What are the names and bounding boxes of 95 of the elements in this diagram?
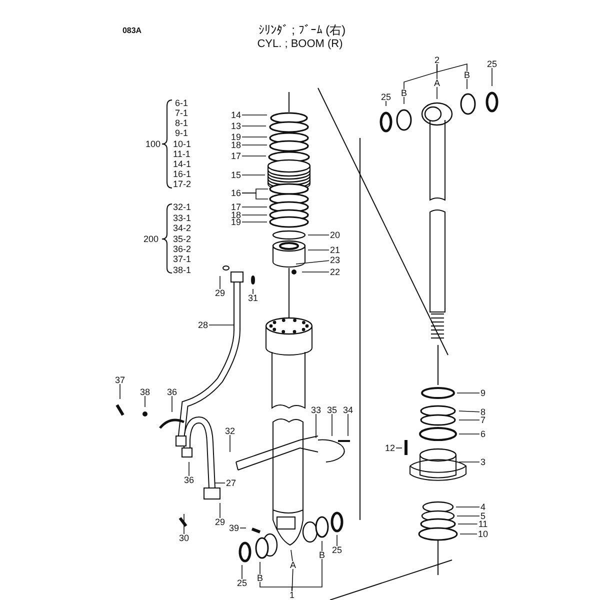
part-number: 35-2 [173, 234, 192, 244]
callout-number: 17 [231, 152, 241, 160]
part-number: 33-1 [173, 213, 192, 223]
callout-number: 3 [480, 458, 486, 466]
leader-line [242, 174, 266, 176]
leader-line [242, 144, 268, 146]
callout-number: 35 [327, 406, 337, 414]
sheet-code: 083A [122, 27, 142, 35]
leader-line [242, 214, 268, 216]
subtitle: CYL. ; BOOM (R) [257, 40, 343, 48]
kit-number: 200 [143, 235, 159, 243]
callout-letter: B [464, 71, 470, 79]
callout-number: 25 [487, 60, 497, 68]
callout-number: 14 [231, 111, 241, 119]
callout-number: 8 [480, 408, 486, 416]
part-number: 10-1 [173, 139, 192, 149]
callout-number: 9 [480, 389, 486, 397]
callout-number: 25 [237, 579, 247, 587]
callout-letter: B [319, 551, 325, 559]
part-number: 17-2 [173, 179, 192, 189]
leader-line [144, 396, 146, 408]
callout-number: 2 [434, 56, 440, 64]
leader-line [466, 78, 468, 90]
leader-line [436, 63, 468, 73]
leader-line [308, 234, 330, 236]
part-number: 34-2 [173, 223, 192, 233]
leader-line [252, 288, 254, 294]
callout-number: 18 [231, 211, 241, 219]
part-number: 36-2 [173, 244, 192, 254]
callout-number: 15 [231, 171, 241, 179]
leader-line [208, 324, 234, 326]
callout-number: 23 [330, 256, 340, 264]
callout-number: 6 [480, 430, 486, 438]
callout-number: 22 [330, 268, 340, 276]
title: ｼﾘﾝﾀﾞ ; ﾌﾞｰﾑ (右) [258, 26, 346, 34]
callout-number: 21 [330, 246, 340, 254]
leader-line [436, 86, 438, 100]
callout-number: 17 [231, 203, 241, 211]
leader-line [296, 260, 330, 264]
callout-number: 19 [231, 218, 241, 226]
callout-number: 28 [198, 321, 208, 329]
callout-number: 4 [480, 503, 486, 511]
callout-number: 37 [115, 376, 125, 384]
callout-letter: B [257, 574, 263, 582]
leader-line [242, 206, 268, 208]
callout-number: 29 [215, 518, 225, 526]
leader-line [458, 410, 480, 412]
part-number: 14-1 [173, 159, 192, 169]
callout-number: 29 [215, 289, 225, 297]
callout-number: 32 [225, 427, 235, 435]
callout-number: 33 [311, 406, 321, 414]
part-number: 38-1 [173, 265, 192, 275]
callout-number: 10 [478, 530, 488, 538]
leader-line [290, 550, 293, 562]
callout-number: 36 [167, 388, 177, 396]
callout-number: 7 [480, 416, 486, 424]
part-number: 11-1 [173, 149, 190, 159]
callout-number: 11 [478, 520, 488, 528]
callout-letter: A [434, 79, 440, 87]
callout-number: 39 [229, 524, 239, 532]
callout-letter: A [290, 561, 296, 569]
leader-line [242, 114, 268, 116]
callout-number: 18 [231, 141, 241, 149]
leader-line [292, 558, 322, 592]
callout-number: 12 [385, 444, 395, 452]
callout-number: 25 [332, 546, 342, 554]
leader-line [242, 136, 268, 138]
leader-line [214, 482, 226, 484]
leader-line [188, 462, 190, 476]
part-number: 32-1 [173, 202, 192, 212]
leader-line [456, 506, 480, 508]
part-number: 8-1 [175, 118, 188, 128]
callout-number: 13 [231, 122, 241, 130]
callout-number: 25 [381, 93, 391, 101]
part-number: 6-1 [175, 98, 188, 108]
callout-number: 34 [343, 406, 353, 414]
callout-number: 19 [231, 133, 241, 141]
leader-line [242, 192, 268, 200]
callout-number: 30 [179, 534, 189, 542]
callout-letter: B [401, 89, 407, 97]
leader-line [456, 392, 480, 394]
part-number: 16-1 [173, 169, 192, 179]
callout-number: 27 [226, 479, 236, 487]
part-number: 7-1 [175, 108, 188, 118]
leader-line [336, 534, 338, 546]
callout-number: 36 [184, 476, 194, 484]
callout-number: 31 [248, 294, 258, 302]
part-number: 9-1 [175, 128, 188, 138]
callout-number: 16 [231, 189, 241, 197]
callout-number: 1 [290, 591, 294, 599]
callout-number: 5 [480, 512, 486, 520]
part-number: 37-1 [173, 254, 192, 264]
callout-number: 20 [330, 231, 340, 239]
kit-number: 100 [145, 140, 161, 148]
callout-number: 38 [140, 388, 150, 396]
